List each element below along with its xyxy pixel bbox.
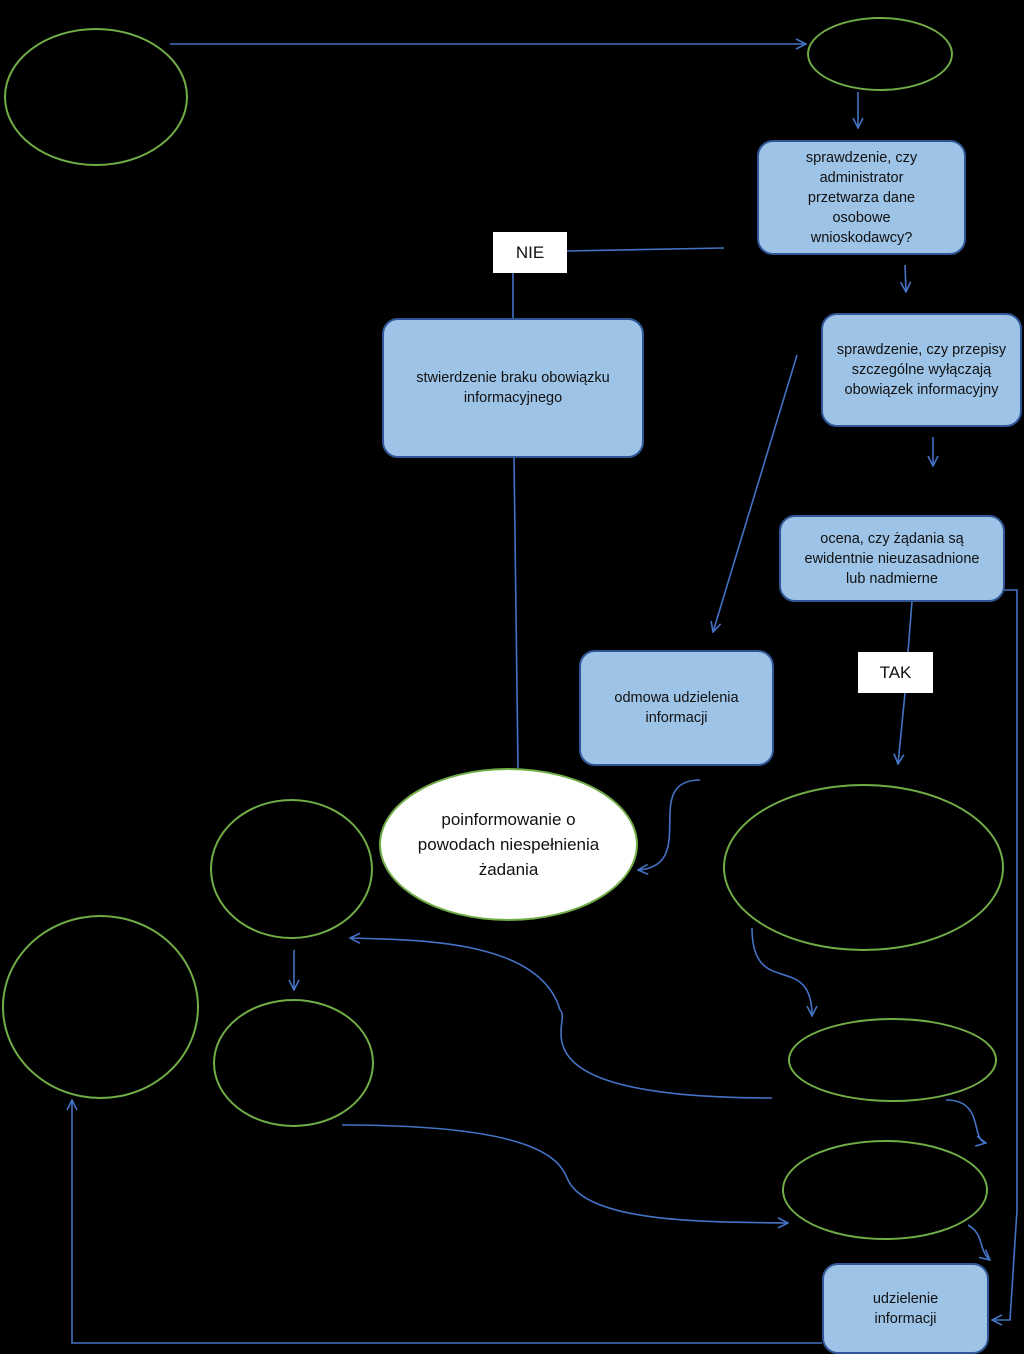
far-left-oval bbox=[2, 915, 199, 1099]
line-check-processing-to-no-label bbox=[565, 247, 725, 252]
line-no-obligation-to-inform-reasons bbox=[513, 456, 519, 769]
no-label: NIE bbox=[493, 232, 567, 273]
top-right-oval bbox=[807, 17, 953, 91]
arrow-curve-to-left-oval bbox=[350, 938, 773, 1099]
arrow-refusal-to-inform-reasons bbox=[638, 779, 701, 870]
arrow-mid-oval-to-bottom-right-oval bbox=[945, 1099, 986, 1143]
arrow-right-oval-to-oval-mid bbox=[751, 927, 812, 1016]
right-large-oval bbox=[723, 784, 1004, 951]
assess-requests-box: ocena, czy żądania są ewidentnie nieuzas… bbox=[779, 515, 1005, 602]
check-processing-box: sprawdzenie, czy administrator przetwarz… bbox=[757, 140, 966, 255]
arrow-yes-label-to-right-oval bbox=[898, 692, 906, 764]
arrow-bottom-right-oval-to-grant bbox=[967, 1224, 990, 1260]
right-mid-oval bbox=[788, 1018, 997, 1102]
arrow-assess-to-grant bbox=[992, 589, 1018, 1320]
grant-info-box: udzielenie informacji bbox=[822, 1263, 989, 1354]
left-mid-oval bbox=[210, 799, 373, 939]
refusal-box: odmowa udzielenia informacji bbox=[579, 650, 774, 766]
no-obligation-box: stwierdzenie braku obowiązku informacyjn… bbox=[382, 318, 644, 458]
inform-reasons-oval: poinformowanie o powodach niespełnienia … bbox=[379, 768, 638, 921]
arrow-exemptions-to-refusal bbox=[713, 354, 798, 632]
arrow-lower-oval-to-bottom-right-oval bbox=[341, 1124, 788, 1223]
check-exemptions-box: sprawdzenie, czy przepisy szczególne wył… bbox=[821, 313, 1022, 427]
left-lower-oval bbox=[213, 999, 374, 1127]
start-oval bbox=[4, 28, 188, 166]
arrow-check-processing-to-check-exemptions bbox=[905, 264, 906, 292]
line-assess-to-yes-label bbox=[907, 600, 913, 653]
right-bottom-oval bbox=[782, 1140, 988, 1240]
arrow-grant-to-far-left-oval bbox=[72, 1100, 822, 1344]
yes-label: TAK bbox=[858, 652, 933, 693]
